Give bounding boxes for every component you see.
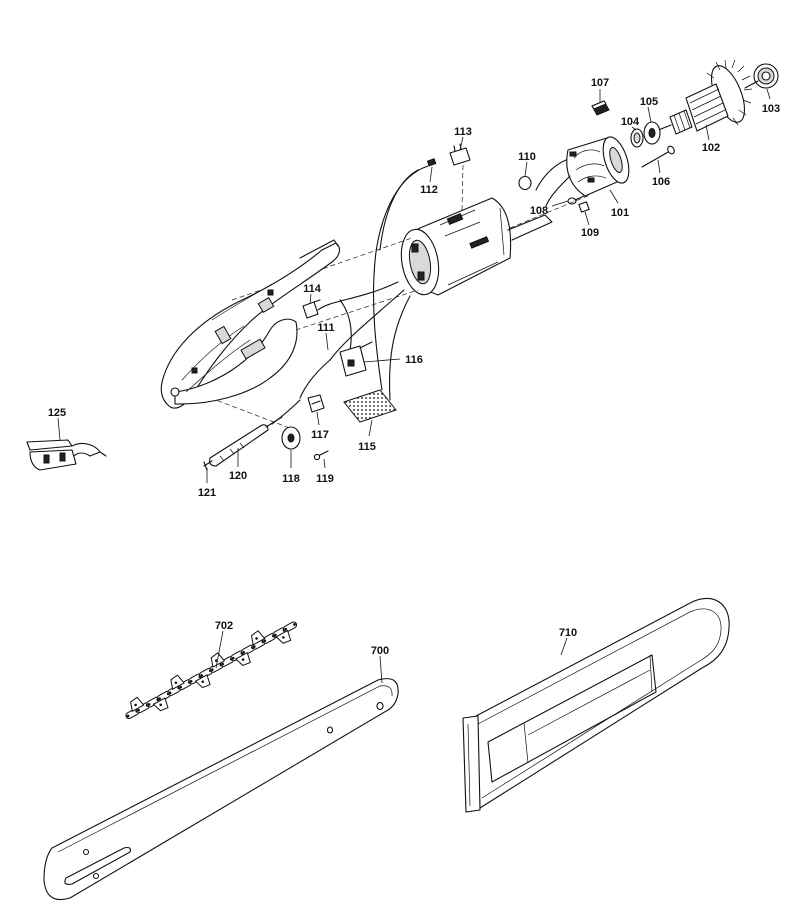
cable-112: [373, 158, 437, 391]
leader-lines: [57, 88, 771, 684]
bearing-104: [630, 128, 644, 148]
saw-chain-702: [124, 620, 299, 721]
bar-cover-710: [462, 597, 730, 813]
label-121: 121: [198, 487, 216, 499]
guide-bar-700: [43, 678, 399, 901]
nut-118: [281, 426, 301, 450]
label-111: 111: [317, 322, 334, 334]
bearing-103: [753, 63, 779, 89]
label-118: 118: [282, 473, 300, 485]
power-cord-121: [203, 460, 213, 471]
connector-113: [449, 143, 471, 166]
screw-106: [641, 145, 675, 168]
screw-119: [313, 450, 329, 461]
handle-housing: [160, 239, 341, 409]
field-stator-101: [535, 136, 630, 207]
cable-tie-110: [518, 175, 532, 191]
armature-102: [655, 59, 759, 135]
washer-105: [643, 121, 661, 145]
label-106: 106: [652, 176, 670, 188]
label-702: 702: [215, 620, 233, 632]
switch-116: [339, 341, 373, 377]
label-107: 107: [591, 77, 609, 89]
label-105: 105: [640, 96, 658, 108]
label-115: 115: [358, 441, 376, 453]
label-710: 710: [559, 627, 577, 639]
label-116: 116: [405, 354, 423, 366]
label-117: 117: [311, 429, 329, 441]
part-labels: 107 105 103 104 113 102 110 106 112 108 …: [48, 77, 780, 657]
plate-115: [343, 389, 397, 423]
label-112: 112: [420, 184, 438, 196]
label-104: 104: [621, 116, 640, 128]
part-117: [307, 394, 325, 413]
label-114: 114: [303, 283, 322, 295]
label-700: 700: [371, 645, 389, 657]
label-102: 102: [702, 142, 720, 154]
terminal-109: [578, 201, 590, 213]
label-101: 101: [611, 207, 629, 219]
brush-107: [591, 100, 610, 116]
label-119: 119: [316, 473, 334, 485]
label-125: 125: [48, 407, 66, 419]
label-113: 113: [454, 126, 472, 138]
label-103: 103: [762, 103, 780, 115]
label-110: 110: [518, 151, 536, 163]
wiring-harness: [271, 281, 411, 425]
part-114: [302, 299, 321, 319]
cable-sleeve-120: [209, 416, 283, 467]
chain-link: [282, 620, 299, 634]
label-120: 120: [229, 470, 247, 482]
clip-125: [26, 439, 107, 471]
motor-housing: [400, 197, 553, 296]
label-108: 108: [530, 205, 548, 217]
label-109: 109: [581, 227, 599, 239]
